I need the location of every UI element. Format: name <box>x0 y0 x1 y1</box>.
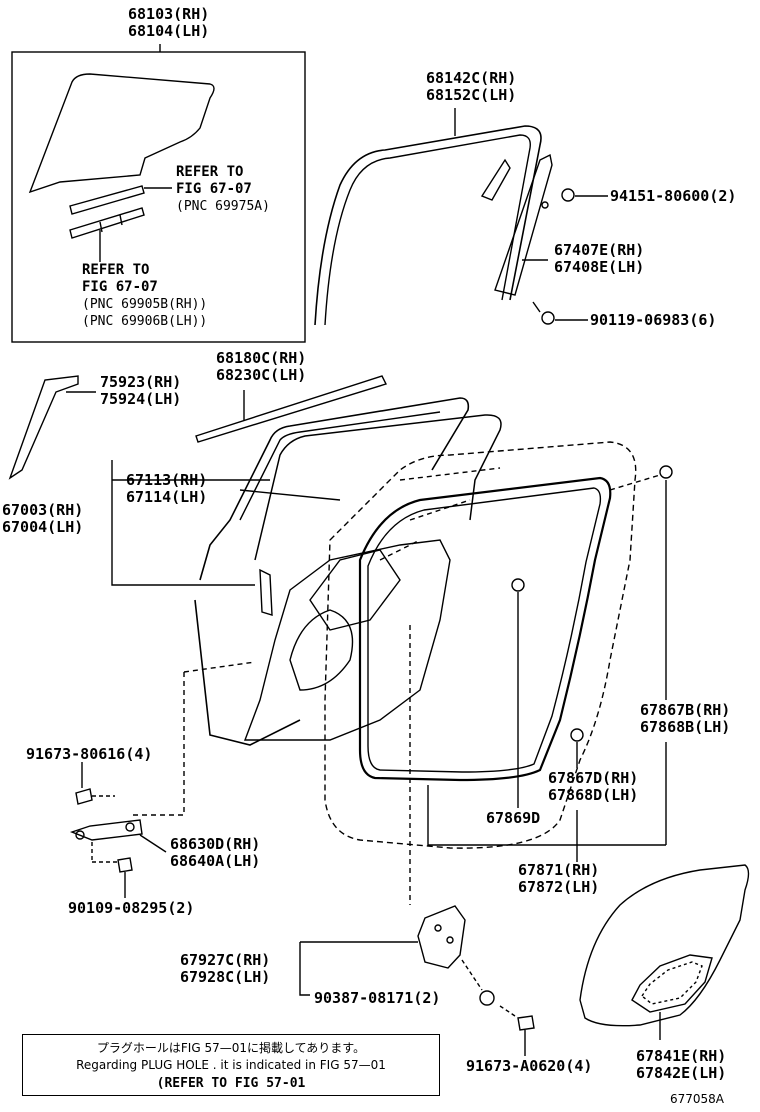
garnish-part <box>8 375 79 480</box>
check-dash-line <box>130 672 185 816</box>
door-panel-sash <box>239 411 441 521</box>
bracket-part <box>417 905 466 969</box>
channel-tick-1 <box>99 221 103 233</box>
label-outer-weatherstrip: 68180C(RH)68230C(LH) <box>216 349 307 384</box>
label-clip-upper: 94151-80600(2) <box>610 187 737 205</box>
label-weatherstrip-clip: 67869D <box>486 809 541 827</box>
leader-inner-panel-c <box>239 489 341 501</box>
plug-hole-note: プラグホールはFIG 57—01に掲載してあります。 Regarding PLU… <box>22 1034 440 1096</box>
door-glass <box>28 73 215 194</box>
cover-opening <box>631 954 713 1013</box>
bolt-bottom-dash <box>499 1005 516 1017</box>
clip-upper-part <box>561 188 575 202</box>
check-assy-part <box>69 819 143 841</box>
division-bar-hole <box>541 201 549 209</box>
inner-panel <box>254 414 502 561</box>
door-panel-frame <box>199 397 470 581</box>
figure-id: 677058A <box>670 1092 725 1106</box>
label-screw-upper: 90119-06983(6) <box>590 311 717 329</box>
note-jp: プラグホールはFIG 57—01に掲載してあります。 <box>96 1041 366 1055</box>
label-service-hole-cover: 67841E(RH)67842E(LH) <box>636 1047 727 1082</box>
note-ref: (REFER TO FIG 57-01 <box>156 1076 306 1091</box>
weatherstrip-guide-lines <box>379 467 501 561</box>
label-clip-mid: 67867D(RH)67868D(LH) <box>548 769 639 804</box>
label-door-weatherstrip: 67871(RH)67872(LH) <box>518 861 600 896</box>
weatherstrip-clip-part <box>511 578 525 592</box>
bolt-left-part <box>75 788 93 805</box>
label-bolt-left: 91673-80616(4) <box>26 745 153 763</box>
label-garnish: 75923(RH)75924(LH) <box>100 373 182 408</box>
bracket-hole-2 <box>446 936 454 944</box>
check-pivot <box>75 830 85 840</box>
screw-bracket-part <box>479 990 495 1006</box>
channel-tick-2 <box>119 214 123 226</box>
door-panel-lower <box>194 599 301 746</box>
label-inner-panel: 67113(RH)67114(LH) <box>126 471 208 506</box>
label-division-bar: 67407E(RH)67408E(LH) <box>554 241 645 276</box>
leader-check-assy <box>139 834 167 853</box>
label-glass: 68103(RH)68104(LH) <box>128 5 210 40</box>
label-bolt-bottom: 91673-A0620(4) <box>466 1057 593 1075</box>
latch-part <box>259 568 273 616</box>
door-weatherstrip-part <box>358 476 612 782</box>
speaker-opening <box>289 609 354 691</box>
label-bracket: 67927C(RH)67928C(LH) <box>180 951 271 986</box>
service-hole-cover-part <box>579 864 750 1027</box>
clip-mid-part <box>570 728 584 742</box>
glass-channel-upper <box>69 185 145 215</box>
note-en: Regarding PLUG HOLE . it is indicated in… <box>76 1058 386 1072</box>
label-screw-bracket: 90387-08171(2) <box>314 989 441 1007</box>
division-bar <box>494 153 553 296</box>
service-opening <box>309 549 401 631</box>
division-bar-bracket <box>480 158 511 201</box>
outer-weatherstrip <box>195 375 387 443</box>
glass-channel-lower <box>69 207 145 239</box>
bracket-hole-1 <box>434 924 442 932</box>
check-dash-upper <box>183 661 256 673</box>
clip-right-part <box>659 465 673 479</box>
label-clip-right: 67867B(RH)67868B(LH) <box>640 701 731 736</box>
glass-inset-box <box>11 51 306 343</box>
leader-door-weatherstrip <box>427 785 666 846</box>
cover-opening-mesh <box>641 961 703 1005</box>
bolt-lower-part <box>117 857 133 873</box>
run-channel-inner <box>324 134 531 326</box>
screw-upper-part <box>541 311 555 325</box>
screw-bracket-dash <box>461 959 483 991</box>
screw-upper-shank <box>532 301 541 313</box>
label-run-channel: 68142C(RH)68152C(LH) <box>426 69 517 104</box>
door-weatherstrip-inner <box>367 487 602 773</box>
door-body-outline <box>324 441 637 849</box>
run-channel <box>314 125 542 326</box>
bolt-bottom-part <box>517 1015 535 1031</box>
check-roller <box>125 822 135 832</box>
leader-door-panel-bracket <box>111 460 255 586</box>
label-bolt-lower: 90109-08295(2) <box>68 899 195 917</box>
label-door-panel: 67003(RH)67004(LH) <box>2 501 84 536</box>
label-check-assy: 68630D(RH)68640A(LH) <box>170 835 261 870</box>
leader-bracket <box>299 942 310 996</box>
inner-panel-body <box>243 539 451 741</box>
